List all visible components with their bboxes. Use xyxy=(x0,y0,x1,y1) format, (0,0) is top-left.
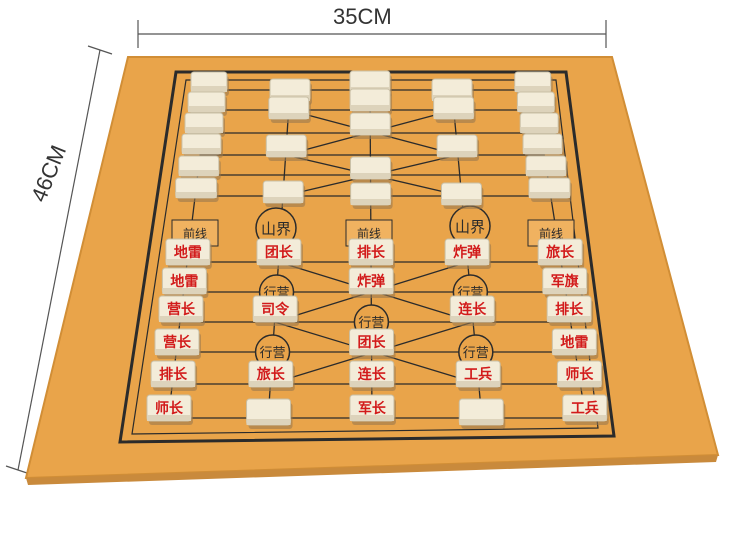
piece: 军长 xyxy=(349,394,396,425)
blank-piece xyxy=(519,112,561,137)
piece-label: 炸弹 xyxy=(357,273,385,290)
headquarters-markers: 山界 山界 xyxy=(255,205,491,249)
piece: 军旗 xyxy=(542,267,589,298)
piece-label: 地雷 xyxy=(174,244,202,261)
piece: 地雷 xyxy=(165,238,212,269)
piece-label: 旅长 xyxy=(257,366,286,383)
width-dimension-line xyxy=(137,20,607,48)
piece: 旅长 xyxy=(248,360,295,391)
piece-label: 营长 xyxy=(167,301,196,318)
piece: 炸弹 xyxy=(444,238,492,269)
piece-label: 团长 xyxy=(358,334,387,351)
headquarters-label-left: 山界 xyxy=(261,220,291,238)
piece-label: 军旗 xyxy=(551,273,579,290)
blank-piece xyxy=(458,398,506,429)
piece-label: 地雷 xyxy=(560,334,588,351)
front-line-left: 前线 xyxy=(183,226,207,241)
piece-label: 排长 xyxy=(555,301,584,318)
blank-piece xyxy=(514,71,553,96)
piece: 排长 xyxy=(546,295,594,326)
camp-label: 行营 xyxy=(260,346,286,361)
piece: 工兵 xyxy=(455,360,503,391)
headquarters-label-right: 山界 xyxy=(455,218,485,236)
piece: 排长 xyxy=(348,238,396,269)
piece: 地雷 xyxy=(551,328,599,359)
piece: 地雷 xyxy=(161,267,209,298)
blank-piece xyxy=(349,88,393,115)
piece-label: 旅长 xyxy=(546,244,575,261)
camp-label: 行营 xyxy=(463,346,489,361)
piece-label: 军长 xyxy=(358,400,387,417)
blank-piece xyxy=(262,180,306,207)
blank-piece xyxy=(187,91,228,116)
blank-piece xyxy=(433,96,476,123)
blank-piece xyxy=(516,91,557,116)
blank-pieces-top-half xyxy=(175,70,572,209)
blank-piece xyxy=(246,398,293,429)
piece-label: 师长 xyxy=(565,366,594,383)
blank-piece xyxy=(522,133,565,158)
blank-piece xyxy=(349,112,393,139)
piece: 连长 xyxy=(449,295,497,326)
piece-label: 排长 xyxy=(357,244,386,261)
piece: 师长 xyxy=(556,360,604,391)
blank-piece xyxy=(178,155,221,180)
piece: 旅长 xyxy=(537,238,585,269)
piece: 工兵 xyxy=(562,394,609,425)
piece-label: 地雷 xyxy=(170,273,198,290)
blank-piece xyxy=(181,133,223,158)
blank-piece xyxy=(436,134,480,161)
width-dimension-label: 35CM xyxy=(333,4,392,29)
blank-piece xyxy=(440,182,484,209)
blank-piece xyxy=(349,156,393,183)
piece-label: 工兵 xyxy=(571,400,599,417)
blank-piece xyxy=(175,177,219,202)
blank-piece xyxy=(528,177,572,202)
blank-piece xyxy=(525,155,568,180)
piece: 炸弹 xyxy=(348,267,396,298)
piece-label: 连长 xyxy=(458,301,487,318)
piece: 司令 xyxy=(252,295,300,326)
blank-piece xyxy=(350,182,393,209)
piece-label: 营长 xyxy=(163,334,192,351)
camp-label: 行营 xyxy=(358,316,384,331)
piece-label: 师长 xyxy=(155,400,184,417)
piece-label: 工兵 xyxy=(464,366,492,383)
piece-label: 司令 xyxy=(261,301,290,318)
piece-label: 炸弹 xyxy=(453,244,481,261)
board-outer-border xyxy=(118,70,616,444)
mat-edge xyxy=(26,455,718,485)
piece-label: 连长 xyxy=(358,366,387,383)
piece: 连长 xyxy=(349,360,396,391)
piece: 团长 xyxy=(349,328,396,359)
piece: 营长 xyxy=(154,328,201,359)
piece-label: 团长 xyxy=(265,244,294,261)
blank-piece xyxy=(268,96,311,123)
piece: 排长 xyxy=(150,360,198,391)
piece: 师长 xyxy=(146,394,193,425)
piece-label: 排长 xyxy=(159,366,188,383)
height-dimension-line xyxy=(5,45,113,475)
front-line-center: 前线 xyxy=(357,226,381,241)
front-line-right: 前线 xyxy=(539,226,563,241)
piece: 团长 xyxy=(256,238,303,269)
piece: 营长 xyxy=(158,295,205,326)
blank-piece xyxy=(184,112,225,137)
labelled-pieces: 地雷地雷营长营长排长师长团长司令旅长排长炸弹团长连长军长炸弹连长工兵旅长军旗排长… xyxy=(146,238,609,429)
blank-piece xyxy=(265,134,309,161)
